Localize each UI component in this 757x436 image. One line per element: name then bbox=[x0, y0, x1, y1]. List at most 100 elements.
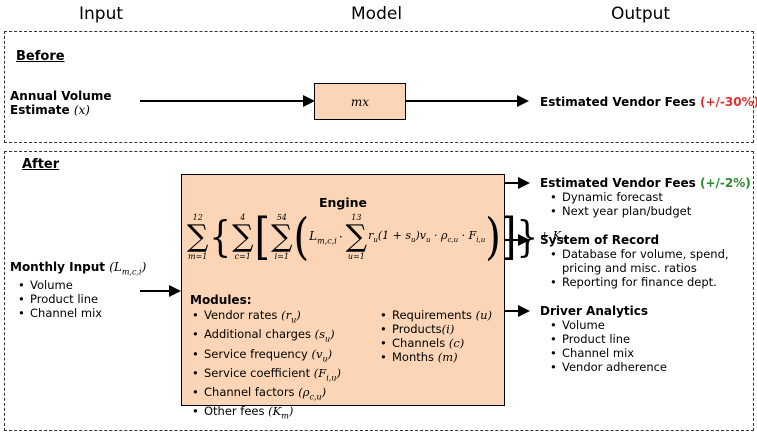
after-section bbox=[4, 151, 754, 431]
before-input-label-line1: Annual Volume bbox=[10, 89, 112, 103]
after-arrow-out-2-line bbox=[505, 239, 519, 241]
module-sym: (s bbox=[314, 327, 325, 342]
module-label: Additional charges bbox=[204, 327, 311, 342]
module-sym: (c) bbox=[448, 336, 465, 350]
output-block: System of Record Database for volume, sp… bbox=[540, 233, 729, 289]
before-output-label: Estimated Vendor Fees (+/-30%) bbox=[540, 95, 757, 109]
module-item: Channels (c) bbox=[378, 336, 492, 350]
after-input-label: Monthly Input (Lm,c,i) bbox=[10, 260, 146, 276]
module-item: Other fees (Km) bbox=[190, 404, 341, 423]
sum-c: 4∑c=1 bbox=[232, 213, 254, 261]
after-input-var-sub: m,c,i bbox=[121, 267, 142, 277]
output-block: Driver Analytics Volume Product line Cha… bbox=[540, 304, 667, 374]
module-sub: i,u bbox=[326, 373, 337, 383]
output-heading: System of Record bbox=[540, 233, 660, 247]
after-arrow-in-line bbox=[140, 290, 170, 292]
module-item: Vendor rates (ru) bbox=[190, 308, 341, 327]
module-sub: u bbox=[291, 315, 297, 325]
engine-title: Engine bbox=[318, 195, 368, 210]
output-item: Dynamic forecast bbox=[548, 190, 751, 204]
column-header-model: Model bbox=[351, 4, 403, 24]
module-sub: c,u bbox=[309, 392, 322, 402]
after-input: Monthly Input (Lm,c,i) Volume Product li… bbox=[10, 260, 146, 320]
module-close: ) bbox=[327, 346, 333, 361]
module-label: Channels bbox=[392, 336, 446, 350]
paren-open: ( bbox=[293, 208, 310, 266]
module-label: Vendor rates bbox=[204, 308, 278, 322]
module-item: Service coefficient (Fi,u) bbox=[190, 366, 341, 385]
after-input-label-text: Monthly Input bbox=[10, 260, 105, 274]
modules-right-list: Requirements (u) Products(i) Channels (c… bbox=[378, 308, 492, 364]
after-input-var-symbol: (L bbox=[109, 260, 122, 274]
module-sub: m bbox=[281, 411, 289, 421]
output-accuracy: (+/-2%) bbox=[700, 176, 751, 190]
output-item: Reporting for finance dept. bbox=[548, 275, 729, 289]
before-input-var: (x) bbox=[73, 103, 90, 117]
before-section bbox=[4, 31, 754, 143]
bracket-close: ] bbox=[500, 208, 517, 266]
output-item: Volume bbox=[548, 318, 667, 332]
after-arrow-in-head bbox=[169, 285, 181, 297]
before-model-formula: mx bbox=[350, 94, 370, 109]
after-input-item: Volume bbox=[16, 278, 146, 292]
paren-close: ) bbox=[485, 208, 501, 266]
output-list: Database for volume, spend, pricing and … bbox=[548, 247, 729, 289]
output-item-continuation: pricing and misc. ratios bbox=[562, 261, 697, 275]
output-label: Estimated Vendor Fees bbox=[540, 176, 696, 190]
module-sub: u bbox=[322, 353, 328, 363]
before-output-text: Estimated Vendor Fees bbox=[540, 95, 696, 109]
module-label: Service frequency bbox=[204, 346, 308, 361]
after-arrow-out-3-head bbox=[518, 305, 530, 317]
before-output-accuracy: (+/-30%) bbox=[700, 95, 757, 109]
output-list: Volume Product line Channel mix Vendor a… bbox=[548, 318, 667, 374]
before-arrow-out-line bbox=[406, 100, 518, 102]
sum-m: 12∑m=1 bbox=[187, 213, 209, 261]
module-item: Service frequency (vu) bbox=[190, 347, 341, 366]
before-model-box: mx bbox=[314, 83, 406, 120]
module-close: ) bbox=[330, 327, 335, 342]
modules-left-list: Vendor rates (ru) Additional charges (su… bbox=[190, 308, 341, 424]
brace-open: { bbox=[209, 212, 232, 262]
module-item: Requirements (u) bbox=[378, 308, 492, 322]
after-input-var-close: ) bbox=[141, 260, 147, 274]
sum-u: 13∑u=1 bbox=[345, 213, 368, 261]
output-block: Estimated Vendor Fees (+/-2%) Dynamic fo… bbox=[540, 176, 751, 218]
module-sym: (u) bbox=[475, 308, 492, 322]
module-label: Requirements bbox=[392, 308, 472, 322]
output-list: Dynamic forecast Next year plan/budget bbox=[548, 190, 751, 218]
output-item: Vendor adherence bbox=[548, 360, 667, 374]
after-arrow-out-1-line bbox=[505, 182, 519, 184]
after-arrow-out-2-head bbox=[518, 234, 530, 246]
before-arrow-out-head bbox=[517, 95, 529, 107]
engine-box: Engine 12∑m=1 { 4∑c=1 [ 54∑i=1 ( Lm,c,i … bbox=[181, 174, 568, 421]
column-header-output: Output bbox=[611, 4, 671, 24]
output-item: Product line bbox=[548, 332, 667, 346]
module-label: Products bbox=[392, 322, 442, 336]
module-item: Products(i) bbox=[378, 322, 492, 336]
after-arrow-out-1-head bbox=[518, 177, 530, 189]
before-arrow-in-line bbox=[140, 100, 304, 102]
module-sub: u bbox=[324, 334, 331, 344]
module-item: Months (m) bbox=[378, 350, 492, 364]
before-arrow-in-head bbox=[303, 95, 315, 107]
output-item: pricing and misc. ratios bbox=[548, 261, 729, 275]
module-sym: (F bbox=[313, 365, 327, 380]
module-sym: (v bbox=[311, 346, 323, 361]
module-sym: (r bbox=[281, 308, 292, 322]
module-item: Additional charges (su) bbox=[190, 327, 341, 346]
before-input-label: Annual Volume Estimate (x) bbox=[10, 89, 111, 117]
module-label: Months bbox=[392, 350, 435, 364]
after-input-var: (Lm,c,i) bbox=[109, 260, 147, 277]
after-input-item: Product line bbox=[16, 292, 146, 306]
after-input-item: Channel mix bbox=[16, 306, 146, 320]
after-input-list: Volume Product line Channel mix bbox=[16, 278, 146, 320]
output-item: Channel mix bbox=[548, 346, 667, 360]
before-input-label-line2: Estimate bbox=[10, 103, 70, 117]
bracket-open: [ bbox=[254, 208, 271, 266]
output-item: Next year plan/budget bbox=[548, 204, 751, 218]
module-close: ) bbox=[296, 308, 301, 322]
sum-i: 54∑i=1 bbox=[271, 213, 293, 261]
after-arrow-out-3-line bbox=[505, 310, 519, 312]
module-item: Channel factors (ρc,u) bbox=[190, 385, 341, 404]
output-heading: Driver Analytics bbox=[540, 304, 649, 318]
